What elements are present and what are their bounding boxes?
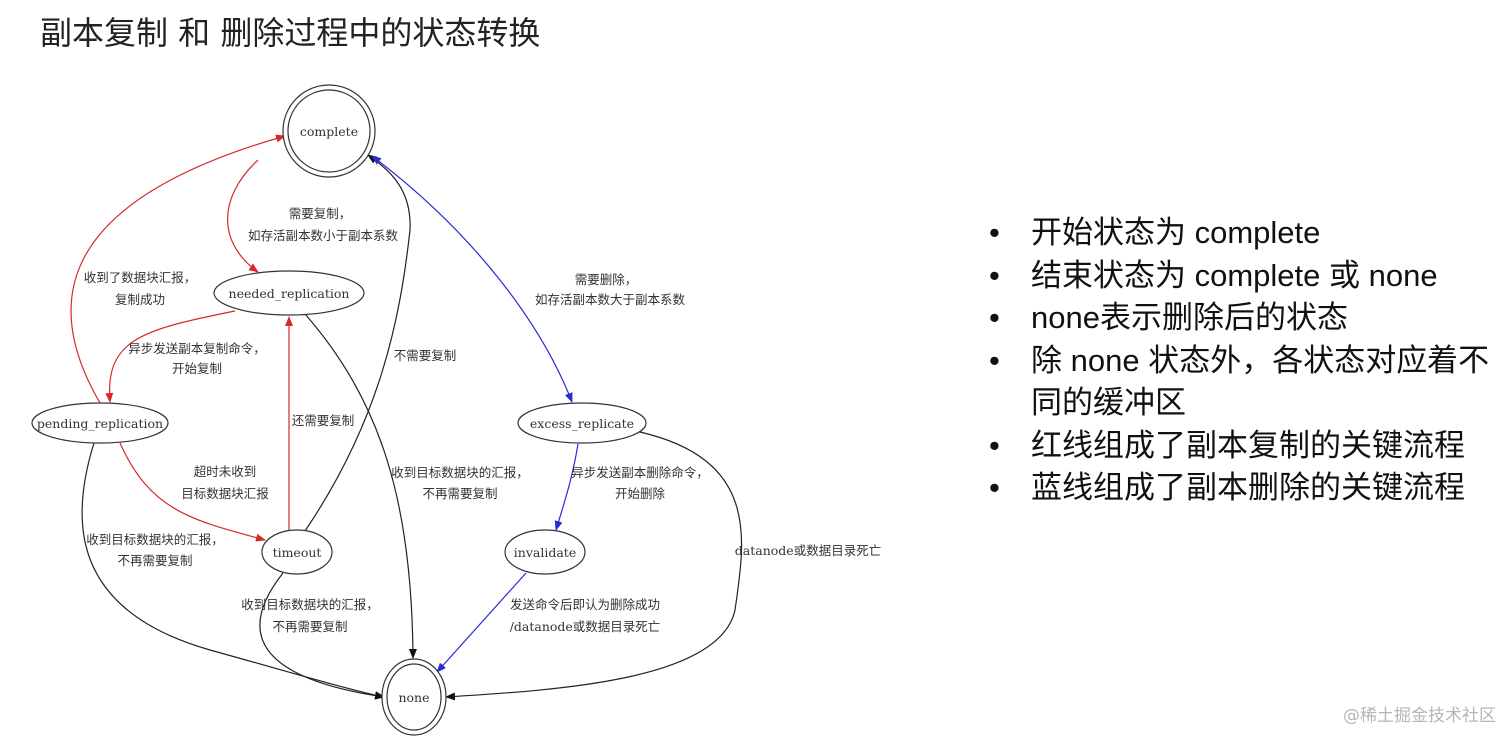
edge-excess-to-none: [445, 431, 743, 701]
node-label: complete: [300, 124, 358, 139]
edge-label: 还需要复制: [292, 413, 355, 428]
edge-invalidate-to-none: [436, 572, 527, 673]
edge-label: 需要删除，: [575, 272, 638, 287]
bullet-item: 除 none 状态外，各状态对应着不同的缓冲区: [985, 340, 1495, 425]
node-pending-replication: [31, 402, 169, 444]
slide-title: 副本复制 和 删除过程中的状态转换: [40, 14, 541, 52]
edge-label: 开始删除: [615, 486, 666, 501]
watermark: @稀土掘金技术社区: [1343, 706, 1496, 726]
edge-label: 如存活副本数大于副本系数: [535, 292, 686, 307]
edge-label: 收到了数据块汇报，: [84, 270, 197, 285]
node-invalidate: [504, 529, 586, 575]
node-label: pending_replication: [37, 416, 163, 431]
node-excess-replicate: [517, 402, 647, 444]
edge-label: 超时未收到: [194, 464, 257, 479]
node-label: none: [398, 690, 429, 705]
edge-label: 目标数据块汇报: [181, 486, 269, 501]
state-diagram: complete needed_replication pending_repl…: [31, 84, 881, 736]
node-label: excess_replicate: [530, 416, 634, 431]
edge-label: datanode或数据目录死亡: [735, 543, 881, 558]
node-label: timeout: [273, 545, 322, 560]
bullet-item: 蓝线组成了副本删除的关键流程: [985, 467, 1495, 510]
edge-label: 如存活副本数小于副本系数: [248, 228, 399, 243]
edge-label: 收到目标数据块的汇报，: [241, 597, 379, 612]
edge-label: 开始复制: [172, 361, 222, 376]
edge-label: 收到目标数据块的汇报，: [86, 532, 224, 547]
edge-label: 收到目标数据块的汇报，: [391, 465, 529, 480]
bullet-item: none表示删除后的状态: [985, 297, 1495, 340]
edge-complete-to-needed: [227, 159, 259, 273]
edge-label: 异步发送副本删除命令，: [571, 465, 709, 480]
edge-excess-to-invalidate: [554, 443, 579, 531]
edge-label: 不再需要复制: [422, 486, 497, 501]
edge-pending-to-timeout: [119, 442, 266, 542]
edge-complete-excess: [371, 155, 573, 403]
edge-pending-to-complete: [70, 134, 286, 404]
edge-timeout-to-none: [259, 572, 385, 700]
edge-pending-to-none: [81, 442, 385, 700]
node-complete-inner: [287, 89, 371, 173]
bullet-list: 开始状态为 complete 结束状态为 complete 或 none non…: [985, 212, 1495, 510]
edge-label: 不再需要复制: [117, 553, 192, 568]
edge-label: 需要复制，: [289, 206, 352, 221]
edge-label: 不需要复制: [394, 348, 457, 363]
node-needed-replication: [213, 270, 365, 316]
bullet-item: 结束状态为 complete 或 none: [985, 255, 1495, 298]
edge-needed-to-pending: [105, 310, 236, 403]
node-label: invalidate: [514, 545, 576, 560]
edge-needed-to-none: [304, 313, 417, 659]
node-label: needed_replication: [229, 286, 350, 301]
bullet-item: 红线组成了副本复制的关键流程: [985, 425, 1495, 468]
edge-label: 异步发送副本复制命令，: [128, 341, 266, 356]
edge-label: 不再需要复制: [272, 619, 347, 634]
node-none-inner: [386, 663, 442, 731]
bullet-item: 开始状态为 complete: [985, 212, 1495, 255]
edge-label: /datanode或数据目录死亡: [510, 619, 661, 634]
edge-label: 发送命令后即认为删除成功: [510, 597, 660, 612]
edge-label: 复制成功: [115, 292, 165, 307]
node-timeout: [261, 529, 333, 575]
